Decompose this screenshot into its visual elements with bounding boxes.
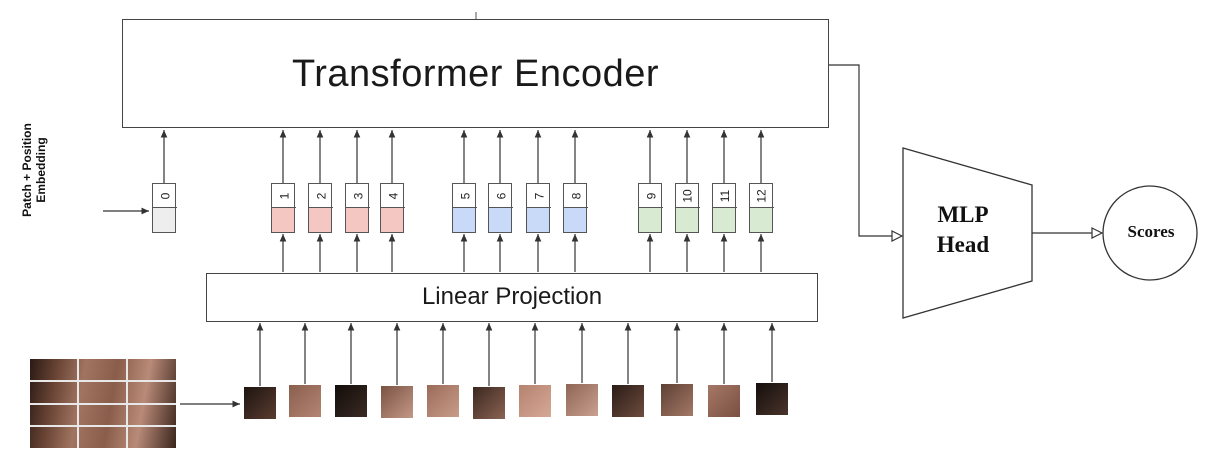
image-patch-5 <box>427 385 459 417</box>
token-2: 2 <box>308 183 333 233</box>
encoder-to-mlp-connector <box>829 64 902 236</box>
token-embedding-cell <box>272 208 294 232</box>
token-embedding-cell <box>489 208 511 232</box>
token-6: 6 <box>488 183 513 233</box>
token-number-cell: 0 <box>153 184 177 208</box>
image-patch-1 <box>244 387 276 419</box>
token-number-cell: 4 <box>381 184 405 208</box>
linear-projection-title: Linear Projection <box>421 283 603 310</box>
image-patch-4 <box>381 386 413 418</box>
token-embedding-cell <box>564 208 586 232</box>
token-4: 4 <box>380 183 405 233</box>
token-embedding-cell <box>346 208 368 232</box>
token-embedding-cell <box>453 208 475 232</box>
token-number-cell: 12 <box>750 184 774 208</box>
image-patch-10 <box>661 384 693 416</box>
token-number: 8 <box>569 192 583 199</box>
mlp-head-line1: MLP <box>937 202 989 227</box>
token-number: 9 <box>644 192 658 199</box>
patch-position-embedding-label: Patch + Position Embedding <box>20 100 48 240</box>
token-number-cell: 6 <box>489 184 513 208</box>
token-9: 9 <box>638 183 663 233</box>
token-embedding-cell <box>639 208 661 232</box>
image-patch-2 <box>289 385 321 417</box>
token-number-cell: 7 <box>527 184 551 208</box>
token-number: 0 <box>158 192 172 199</box>
token-10: 10 <box>675 183 700 233</box>
input-face-image <box>30 359 176 448</box>
image-patch-3 <box>335 385 367 417</box>
token-3: 3 <box>345 183 370 233</box>
image-patch-11 <box>708 385 740 417</box>
image-patch-12 <box>756 383 788 415</box>
token-number: 11 <box>718 189 732 202</box>
token-number: 7 <box>532 192 546 199</box>
token-number: 6 <box>494 192 508 199</box>
mlp-head-label: MLP Head <box>903 200 1023 260</box>
embedding-label-line1: Patch + Position <box>20 123 34 217</box>
transformer-encoder-box: Transformer Encoder <box>122 19 829 128</box>
linear-projection-box: Linear Projection <box>206 273 818 322</box>
token-embedding-cell <box>750 208 772 232</box>
token-number: 1 <box>277 192 291 199</box>
token-1: 1 <box>271 183 296 233</box>
image-patch-9 <box>612 385 644 417</box>
image-patch-7 <box>519 385 551 417</box>
token-7: 7 <box>526 183 551 233</box>
token-embedding-cell <box>309 208 331 232</box>
image-patch-8 <box>566 384 598 416</box>
token-number: 12 <box>754 188 769 203</box>
token-number-cell: 3 <box>346 184 370 208</box>
token-8: 8 <box>563 183 588 233</box>
token-number-cell: 10 <box>676 184 700 208</box>
mlp-head-shape <box>902 147 1033 319</box>
mlp-head-line2: Head <box>936 232 990 257</box>
token-number-cell: 5 <box>453 184 477 208</box>
embedding-label-line2: Embedding <box>34 137 48 203</box>
token-11: 11 <box>712 183 737 233</box>
transformer-encoder-title: Transformer Encoder <box>291 53 660 95</box>
token-5: 5 <box>452 183 477 233</box>
token-number: 10 <box>680 188 695 203</box>
scores-label: Scores <box>1127 222 1175 241</box>
token-embedding-cell <box>713 208 735 232</box>
token-embedding-cell <box>381 208 403 232</box>
image-patch-6 <box>473 387 505 419</box>
token-number-cell: 1 <box>272 184 296 208</box>
token-12: 12 <box>749 183 774 233</box>
token-number: 3 <box>351 192 365 199</box>
token-number: 5 <box>458 192 472 199</box>
token-embedding-cell <box>676 208 698 232</box>
token-number-cell: 11 <box>713 184 737 208</box>
token-number-cell: 9 <box>639 184 663 208</box>
token-number: 2 <box>314 192 328 199</box>
token-number-cell: 8 <box>564 184 588 208</box>
token-0: 0 <box>152 183 177 233</box>
scores-circle <box>1102 185 1198 281</box>
token-number-cell: 2 <box>309 184 333 208</box>
token-number: 4 <box>386 192 400 199</box>
token-embedding-cell <box>527 208 549 232</box>
token-embedding-cell <box>153 208 175 232</box>
